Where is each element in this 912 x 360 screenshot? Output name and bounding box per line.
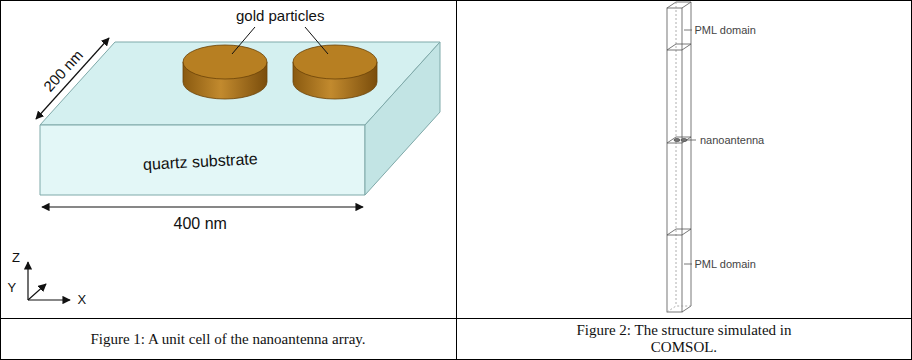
gold-particle (183, 45, 267, 99)
simulation-column (667, 2, 691, 312)
dimension-arrow (42, 206, 363, 207)
dimension-label: 400 nm (174, 215, 227, 233)
axis-label: Y (8, 281, 17, 296)
axis-label: X (78, 293, 87, 308)
gold-particle (293, 45, 377, 99)
part-label: PML domain (695, 258, 756, 271)
dimension-arrow (36, 38, 109, 119)
leader-line (684, 30, 696, 264)
axis-arrows (28, 262, 70, 300)
figure-caption: Figure 1: A unit cell of the nanoantenna… (83, 331, 373, 348)
leader-line (232, 27, 328, 54)
part-label: PML domain (695, 24, 756, 37)
part-label: nanoantenna (700, 134, 764, 147)
quartz-substrate (40, 42, 440, 195)
part-label: quartz substrate (142, 150, 258, 174)
axis-label: Z (12, 251, 20, 266)
dimension-label: 200 nm (40, 46, 86, 95)
figure-caption: Figure 2: The structure simulated in COM… (559, 322, 809, 357)
part-label: gold particles (236, 7, 324, 24)
